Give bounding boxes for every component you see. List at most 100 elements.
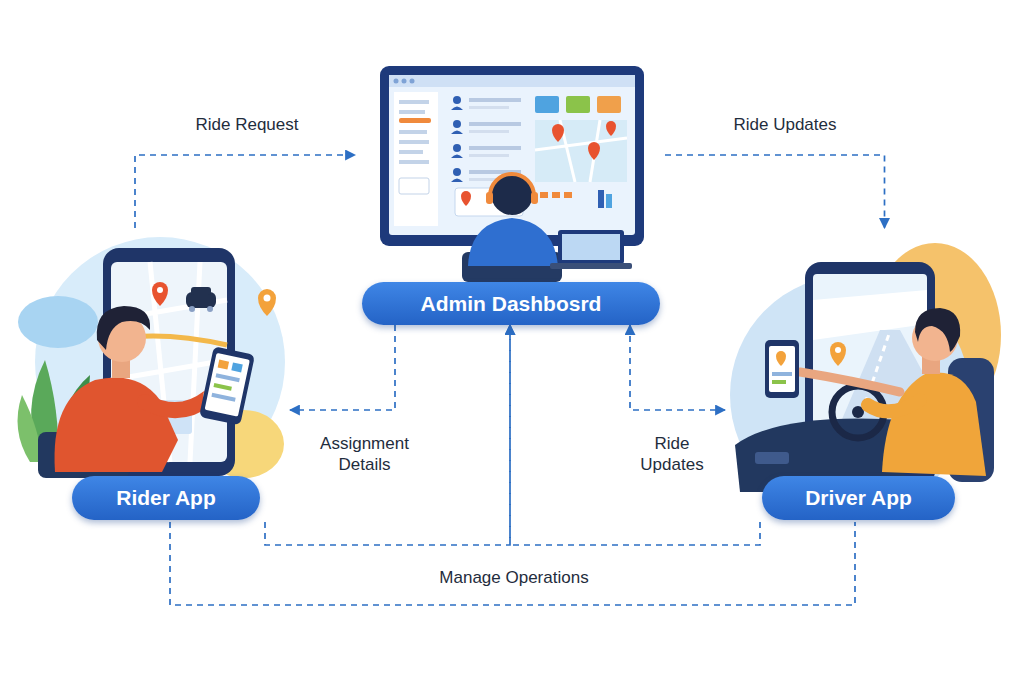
flow-label: Assignment Details (305, 432, 424, 477)
app-label-pill: Rider App (72, 476, 260, 520)
rider-illustration-part (189, 306, 195, 312)
rider-illustration-part (145, 398, 208, 410)
driver-illustration-part (772, 380, 786, 384)
admin-monitor-part (469, 106, 509, 109)
admin-monitor-part (402, 79, 407, 84)
rider-illustration-part (157, 287, 163, 293)
rider-illustration-part (264, 295, 271, 302)
app-panel: Driver App (725, 228, 1000, 522)
admin-monitor-part (469, 154, 509, 157)
flow-connector (135, 155, 355, 228)
driver-illustration-part (776, 351, 786, 366)
admin-monitor-part (451, 179, 463, 183)
admin-monitor-part (453, 144, 461, 152)
admin-operator-part (491, 173, 533, 215)
admin-monitor-part (469, 122, 521, 126)
rider-illustration-part (207, 306, 213, 312)
rider-illustration-part-part (216, 373, 240, 382)
admin-monitor-part (399, 150, 423, 154)
flow-connector (170, 522, 855, 605)
admin-monitor-part (399, 110, 425, 114)
flow-connector (510, 325, 760, 545)
admin-monitor-part (399, 130, 427, 134)
app-panel: Admin Dashbosrd (355, 65, 665, 325)
admin-monitor-part (606, 194, 612, 208)
admin-monitor-part (598, 190, 604, 208)
app-label-pill: Driver App (762, 476, 955, 520)
rider-illustration-part (18, 296, 98, 348)
rider-illustration-part (191, 287, 211, 295)
driver-illustration-part (769, 346, 795, 392)
admin-monitor-part (451, 131, 463, 135)
admin-monitor-part (566, 96, 590, 113)
admin-monitor-part (399, 118, 431, 123)
admin-operator (462, 173, 632, 282)
admin-monitor-part (552, 124, 564, 142)
rider-illustration-part (55, 378, 179, 473)
admin-monitor-part (394, 92, 438, 226)
rider-illustration-part-part (199, 346, 255, 425)
admin-monitor-part (399, 178, 429, 194)
rider-illustration-part-part (231, 363, 242, 373)
rider-illustration-part-part (205, 353, 250, 417)
rider-illustration (18, 237, 286, 487)
admin-monitor-part (389, 75, 635, 87)
admin-monitor-part (535, 120, 627, 182)
admin-operator-part (468, 218, 558, 266)
admin-monitor-part (451, 155, 463, 159)
admin-operator-part (562, 234, 620, 260)
admin-operator-part (550, 263, 632, 269)
rider-illustration-part-part (211, 393, 235, 402)
admin-monitor-part (451, 107, 463, 111)
admin-operator-part (486, 192, 493, 204)
admin-monitor-part (469, 130, 509, 133)
admin-monitor-part (552, 192, 560, 198)
rider-illustration-part (97, 306, 150, 350)
driver-illustration-part (765, 340, 799, 398)
admin-monitor-part (540, 192, 548, 198)
admin-monitor-part (606, 121, 616, 136)
driver-illustration-part (813, 274, 927, 424)
driver-illustration-part (755, 452, 789, 464)
rider-illustration-part (199, 346, 255, 425)
driver-illustration-part (772, 372, 792, 376)
app-label-pill: Admin Dashbosrd (362, 282, 660, 325)
flow-label: Ride Updates (630, 432, 714, 477)
flow-connector (665, 155, 885, 228)
driver-illustration-part (835, 347, 841, 353)
admin-monitor-part (469, 98, 521, 102)
admin-operator-part (531, 192, 538, 204)
app-panel: Rider App (20, 228, 290, 522)
flow-label: Manage Operations (412, 566, 616, 589)
admin-monitor-part (461, 191, 471, 206)
admin-monitor-part (535, 120, 627, 182)
driver-illustration-part (813, 290, 927, 340)
admin-monitor-part (453, 96, 461, 104)
driver-illustration (730, 243, 1001, 515)
flow-label: Ride Request (165, 113, 329, 136)
admin-monitor-part (453, 120, 461, 128)
admin-monitor-part (389, 75, 635, 235)
admin-operator-part (490, 174, 534, 196)
admin-monitor-part (597, 96, 621, 113)
admin-monitor-part (535, 96, 559, 113)
admin-monitor-part (564, 192, 572, 198)
admin-operator-part (558, 230, 624, 264)
driver-illustration-part (830, 342, 846, 366)
flow-connector (265, 325, 510, 545)
admin-monitor-part (399, 100, 429, 104)
rider-illustration-part (35, 237, 285, 487)
admin-monitor-part (394, 79, 399, 84)
driver-illustration-part (800, 372, 900, 392)
flow-connector (290, 325, 395, 410)
rider-illustration-part-part (213, 383, 231, 391)
driver-illustration-part (868, 400, 920, 411)
admin-monitor-part (588, 142, 600, 160)
admin-monitor-part (410, 79, 415, 84)
driver-illustration-part (915, 308, 960, 352)
flow-connector (630, 325, 725, 410)
admin-monitor-part (399, 160, 429, 164)
admin-monitor-part (469, 146, 521, 150)
rider-illustration-part (258, 289, 276, 316)
